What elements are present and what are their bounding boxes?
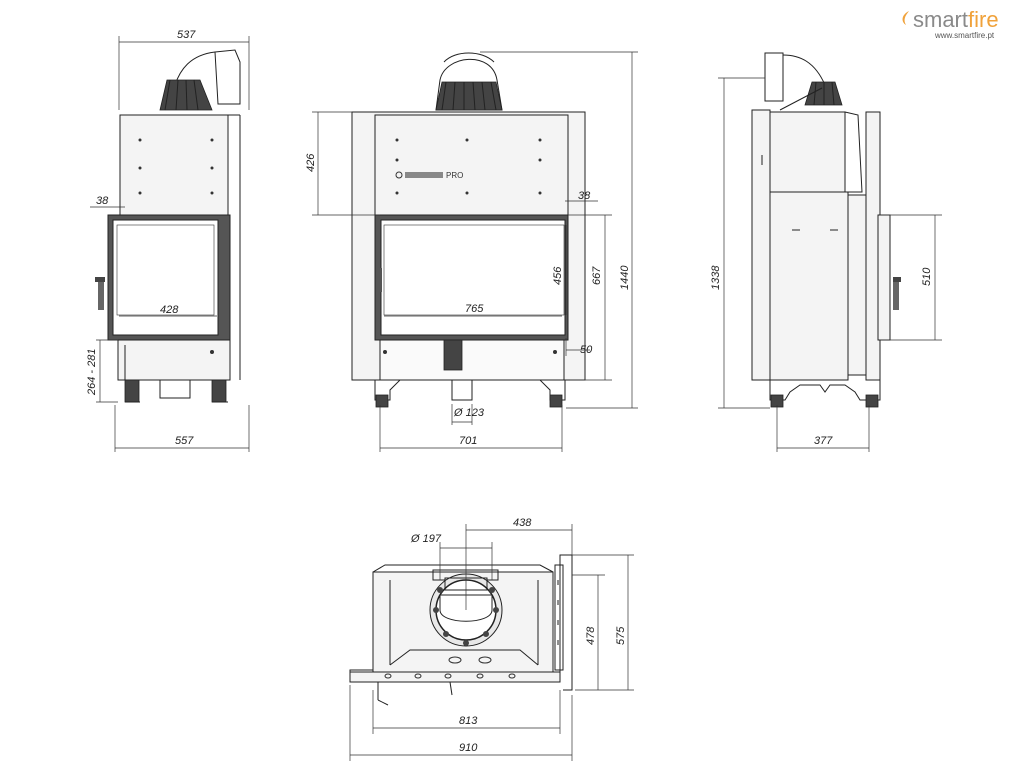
dim-front-frame-offset: 38 — [578, 190, 591, 202]
left-side-view: 537 38 428 — [86, 29, 250, 452]
flame-icon — [902, 11, 909, 25]
dim-front-glass-height: 456 — [552, 266, 564, 285]
dim-right-door-height: 510 — [921, 267, 933, 286]
brand-url: www.smartfire.pt — [934, 31, 995, 40]
brand-name-part2: fire — [968, 7, 999, 32]
dim-left-bottom-width: 557 — [175, 435, 194, 447]
dim-top-flue-offset: 438 — [513, 517, 532, 529]
dim-left-frame-offset: 38 — [96, 195, 109, 207]
dim-front-total-height: 1440 — [619, 265, 631, 290]
dim-right-base-width: 377 — [814, 435, 833, 447]
dim-front-base-width: 701 — [459, 435, 477, 447]
dim-top-depth-total: 575 — [615, 626, 627, 645]
brand-name-part1: smart — [913, 7, 968, 32]
dim-top-flue-diameter: Ø 197 — [410, 533, 442, 545]
dim-front-door-height: 667 — [591, 266, 603, 285]
dim-front-top-height: 426 — [305, 153, 317, 172]
svg-text:smartfire: smartfire — [913, 7, 999, 32]
front-view: PRO 426 38 456 667 1440 — [305, 51, 638, 452]
brand-logo: smartfire www.smartfire.pt — [902, 7, 999, 40]
dim-front-air-inlet: Ø 123 — [453, 407, 485, 419]
top-view: Ø 197 438 478 575 813 910 — [349, 517, 634, 761]
dim-top-width-total: 910 — [459, 742, 478, 754]
dim-front-grate-offset: 50 — [580, 344, 593, 356]
dim-right-total-height: 1338 — [710, 265, 722, 290]
dim-left-top-width: 537 — [177, 29, 196, 41]
right-side-view: 1338 510 377 — [710, 52, 942, 452]
product-plate-label: PRO — [446, 171, 463, 180]
product-plate: PRO — [395, 171, 463, 180]
dim-left-glass-width: 428 — [160, 304, 179, 316]
dim-left-leg-height: 264 - 281 — [86, 349, 98, 396]
dim-front-glass-width: 765 — [465, 303, 484, 315]
dim-top-depth-inner: 478 — [585, 626, 597, 645]
dim-top-width-inner: 813 — [459, 715, 478, 727]
